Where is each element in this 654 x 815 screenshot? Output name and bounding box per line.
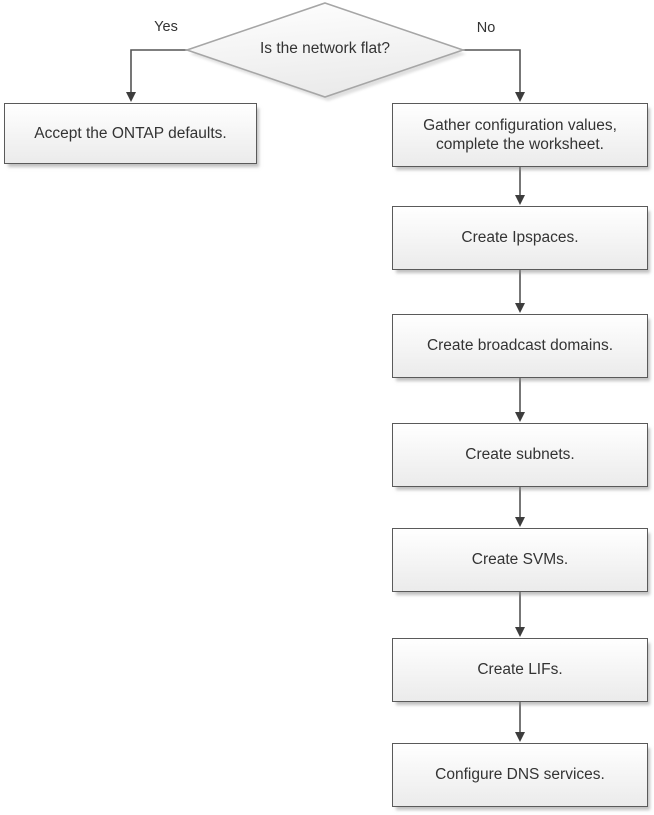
arrowhead-step-6-7 <box>515 732 525 742</box>
yes-branch-label: Yes <box>154 19 178 35</box>
arrowhead-step-1-2 <box>515 195 525 205</box>
node-create-lifs: Create LIFs. <box>392 638 648 702</box>
edge-no-branch <box>463 49 521 93</box>
edge-yes-branch <box>130 49 187 93</box>
node-create-broadcast-domains: Create broadcast domains. <box>392 314 648 378</box>
node-create-ipspaces: Create Ipspaces. <box>392 206 648 270</box>
arrowhead-yes-branch <box>126 92 136 102</box>
no-branch-label: No <box>476 20 496 36</box>
decision-label: Is the network flat? <box>259 40 391 57</box>
arrowhead-step-2-3 <box>515 303 525 313</box>
node-configure-dns-services: Configure DNS services. <box>392 743 648 807</box>
node-accept-ontap-defaults: Accept the ONTAP defaults. <box>4 103 257 164</box>
node-gather-configuration-values: Gather configuration values, complete th… <box>392 103 648 167</box>
arrowhead-step-4-5 <box>515 517 525 527</box>
node-create-svms: Create SVMs. <box>392 528 648 592</box>
arrowhead-step-5-6 <box>515 627 525 637</box>
node-create-subnets: Create subnets. <box>392 423 648 487</box>
decision-diamond <box>184 2 466 98</box>
arrowhead-step-3-4 <box>515 412 525 422</box>
arrowhead-no-branch <box>515 92 525 102</box>
